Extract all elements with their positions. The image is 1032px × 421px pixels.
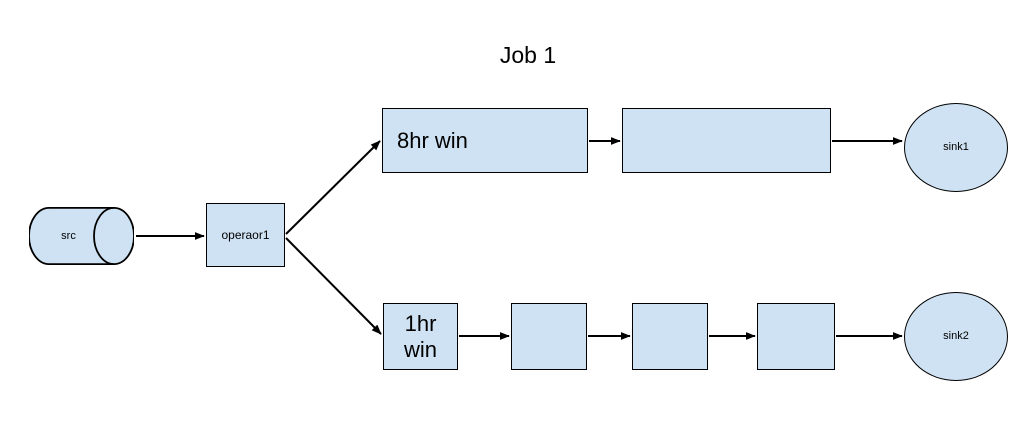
node-label-src: src [61, 230, 76, 242]
node-label-win1hr: 1hr win [403, 310, 437, 362]
node-label-sink2: sink2 [943, 330, 969, 343]
cylinder-text: src [29, 207, 134, 265]
node-sink2[interactable]: sink2 [904, 292, 1008, 381]
node-bot_box_3[interactable] [757, 303, 835, 370]
node-top_box_2[interactable] [622, 108, 831, 173]
edge-operaor1-to-win8hr [285, 140, 381, 235]
diagram-title: Job 1 [499, 42, 557, 68]
edge-operaor1-to-win1hr [285, 237, 382, 335]
node-sink1[interactable]: sink1 [904, 103, 1008, 192]
node-src[interactable]: src [29, 207, 134, 265]
node-label-win8hr: 8hr win [397, 127, 468, 153]
node-win1hr[interactable]: 1hr win [383, 303, 458, 370]
node-label-sink1: sink1 [943, 141, 969, 154]
node-label-operaor1: operaor1 [221, 227, 270, 242]
node-bot_box_2[interactable] [632, 303, 708, 370]
node-win8hr[interactable]: 8hr win [382, 108, 588, 173]
node-operaor1[interactable]: operaor1 [206, 203, 285, 267]
cylinder-shape [29, 207, 134, 265]
node-bot_box_1[interactable] [511, 303, 587, 370]
